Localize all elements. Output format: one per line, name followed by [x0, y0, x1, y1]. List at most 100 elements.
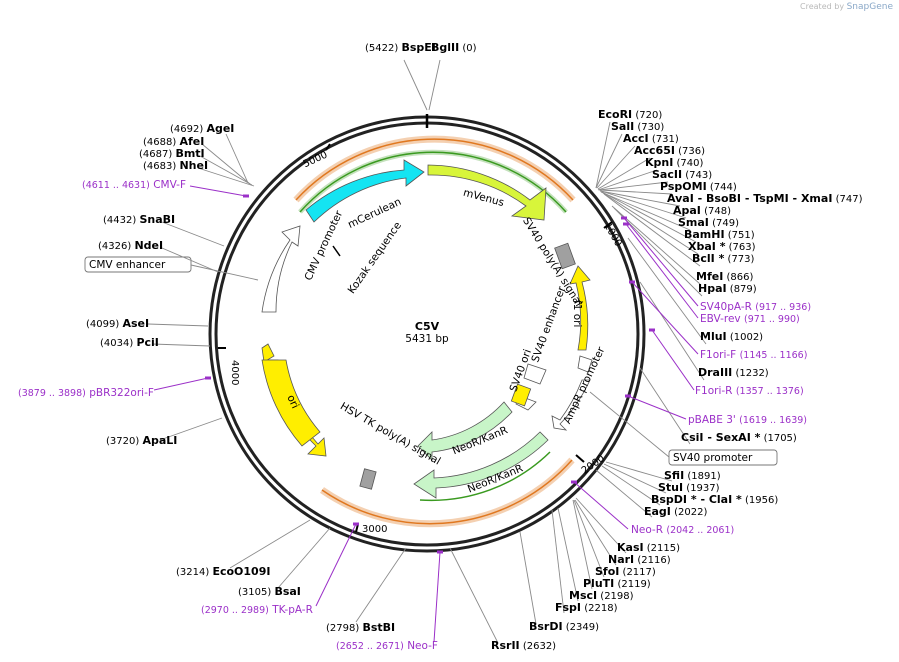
- enzyme-name: AccI: [623, 132, 649, 145]
- enzyme-position: (2115): [647, 543, 680, 554]
- primer-label: (4611 .. 4631) CMV-F: [82, 179, 186, 191]
- enzyme-label: PluTI (2119): [583, 577, 651, 590]
- enzyme-position: (3214): [176, 567, 209, 578]
- sv40-enhancer-box: [523, 363, 547, 385]
- primer-binding-mark: [353, 522, 359, 526]
- primer-leader-line: [433, 551, 441, 643]
- enzyme-leader-line: [449, 547, 499, 644]
- enzyme-position: (744): [710, 182, 737, 193]
- enzyme-name: EcoRI: [598, 108, 632, 121]
- enzyme-leader-line: [551, 509, 565, 614]
- enzyme-leader-line: [600, 190, 687, 219]
- enzyme-leader-line: [595, 469, 653, 518]
- primer-range: (2652 .. 2671): [336, 641, 404, 652]
- enzyme-label: (4099) AseI: [86, 317, 149, 330]
- enzyme-leader-line: [355, 547, 407, 623]
- enzyme-position: (3105): [238, 587, 271, 598]
- f1-ori-arrow: [569, 265, 591, 351]
- enzyme-position: (1937): [686, 483, 719, 494]
- enzyme-leader-line: [595, 133, 623, 189]
- sv40-polya-box: [554, 242, 576, 270]
- enzyme-position: (866): [726, 272, 753, 283]
- primer-name: CMV-F: [153, 179, 186, 191]
- enzyme-label: HpaI (879): [698, 282, 757, 295]
- primer-label: (3879 .. 3898) pBR322ori-F: [18, 387, 154, 399]
- hsv-tk-polya-box: [359, 468, 377, 490]
- enzyme-position: (1705): [764, 433, 797, 444]
- enzyme-position: (1232): [735, 368, 768, 379]
- enzyme-name: RsrII: [491, 639, 520, 652]
- ori-body: [261, 359, 321, 447]
- enzyme-label: NarI (2116): [608, 553, 671, 566]
- cmv-enhancer-label: CMV enhancer: [84, 256, 259, 281]
- enzyme-leader-line: [595, 121, 611, 189]
- enzyme-position: (747): [836, 194, 863, 205]
- feature-label-amp-promoter: AmpR promoter: [561, 344, 607, 425]
- enzyme-label: Acc65I (736): [634, 144, 705, 157]
- enzyme-name: EagI: [644, 505, 671, 518]
- enzyme-leader-line: [627, 237, 707, 345]
- enzyme-name: BspDI * - ClaI *: [651, 493, 742, 506]
- enzyme-name: SfiI: [664, 469, 684, 482]
- primer-binding-mark: [621, 216, 627, 220]
- enzyme-name: XbaI *: [688, 240, 726, 253]
- enzyme-label: CsiI - SexAI * (1705): [681, 431, 797, 444]
- enzyme-label: BclI * (773): [692, 252, 755, 265]
- primer-range: (1619 .. 1639): [739, 415, 807, 426]
- enzyme-position: (730): [637, 122, 664, 133]
- enzyme-name: BspEI: [401, 41, 435, 54]
- enzyme-name: SfoI: [595, 565, 619, 578]
- primer-name: TK-pA-R: [271, 604, 313, 616]
- enzyme-leader-line: [277, 527, 331, 589]
- enzyme-name: BmtI: [175, 147, 204, 160]
- primer-leader-line: [573, 481, 629, 530]
- enzyme-name: BstBI: [362, 621, 395, 634]
- enzyme-name: DraIII: [698, 366, 732, 379]
- primer-binding-mark: [625, 394, 631, 398]
- enzyme-label: XbaI * (763): [688, 240, 756, 253]
- enzyme-leader-line: [161, 247, 219, 273]
- enzyme-position: (2119): [617, 579, 650, 590]
- enzyme-leader-line: [557, 507, 579, 602]
- mcerulean-arrow: [305, 159, 425, 223]
- enzyme-label: BglII (0): [431, 41, 477, 54]
- primer-name: pBABE 3': [688, 414, 736, 426]
- enzyme-name: FspI: [555, 601, 581, 614]
- primer-label: F1ori-R (1357 .. 1376): [695, 385, 804, 397]
- enzyme-label: SalI (730): [611, 120, 664, 133]
- enzyme-label: SmaI (749): [678, 216, 739, 229]
- neor-arrow-inner: [417, 401, 513, 461]
- enzyme-label: (4683) NheI: [143, 159, 208, 172]
- primer-binding-mark: [243, 194, 249, 198]
- orf-arc-bottom-green: [419, 451, 551, 502]
- primer-name: F1ori-R: [695, 385, 732, 397]
- amp-promoter-arrow: [551, 379, 591, 431]
- primer-range: (2970 .. 2989): [201, 605, 269, 616]
- enzyme-leader-line: [574, 499, 617, 566]
- enzyme-leader-line: [575, 497, 627, 554]
- feature-label-cmv-promoter: CMV promoter: [302, 208, 345, 282]
- enzyme-position: (0): [462, 43, 476, 54]
- enzyme-leader-line: [603, 463, 667, 494]
- enzyme-leader-line: [601, 465, 661, 506]
- primer-leader-line: [623, 217, 699, 307]
- enzyme-position: (773): [728, 254, 755, 265]
- enzyme-name: KasI: [617, 541, 644, 554]
- enzyme-label: FspI (2218): [555, 601, 618, 614]
- enzyme-name: AseI: [122, 317, 149, 330]
- enzyme-name: KpnI: [645, 156, 673, 169]
- enzyme-leader-line: [601, 191, 697, 243]
- enzyme-position: (2116): [637, 555, 670, 566]
- enzyme-leader-line: [151, 343, 211, 347]
- primer-label: F1ori-F (1145 .. 1166): [700, 349, 807, 361]
- enzyme-position: (4688): [143, 137, 176, 148]
- enzyme-name: BamHI: [684, 228, 725, 241]
- feature-label-ori: ori: [284, 393, 301, 410]
- enzyme-leader-line: [597, 169, 658, 191]
- enzyme-position: (879): [730, 284, 757, 295]
- enzyme-position: (4099): [86, 319, 119, 330]
- enzyme-position: (749): [712, 218, 739, 229]
- enzyme-name: SalI: [611, 120, 634, 133]
